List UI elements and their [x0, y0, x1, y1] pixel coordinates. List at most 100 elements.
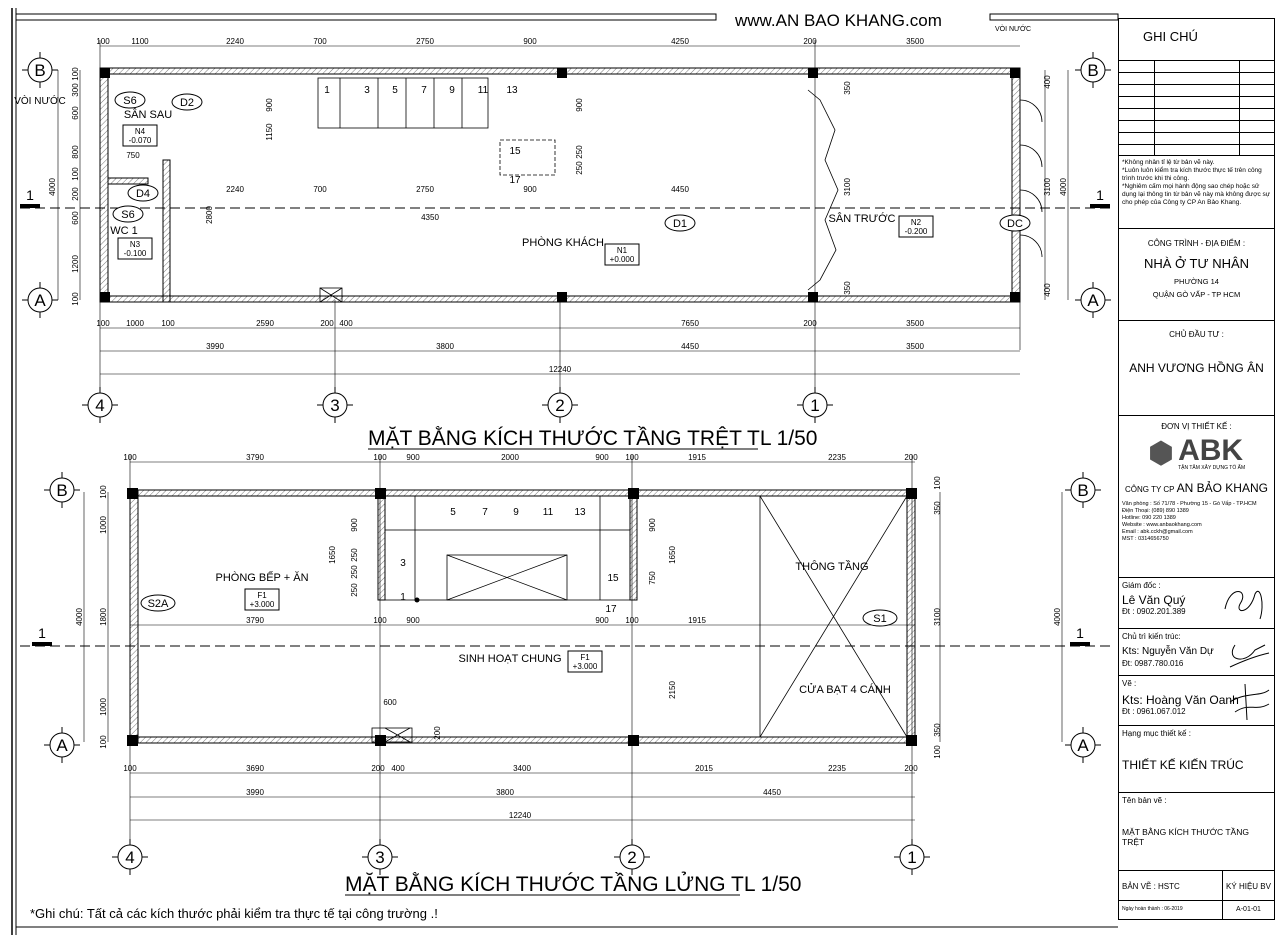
- dimension-label: 100: [625, 453, 639, 462]
- category-value: THIẾT KẾ KIẾN TRÚC: [1122, 758, 1244, 772]
- front-yard-level: [898, 215, 934, 238]
- axis-4: 4: [125, 848, 134, 867]
- tag-s1-marker: [862, 609, 898, 627]
- axis-2: 2: [627, 848, 636, 867]
- sheet-frame: [11, 8, 1119, 935]
- section-marker-bar: [32, 642, 52, 646]
- dimension-label: 100: [71, 167, 80, 181]
- designer-label: ĐƠN VỊ THIẾT KẾ :: [1161, 422, 1232, 431]
- axis-b-marker: [49, 477, 75, 503]
- mezzanine-title: MẶT BẰNG KÍCH THƯỚC TẦNG LỬNG TL 1/50: [345, 872, 801, 896]
- watermark-text: www.AN BAO KHANG.com: [734, 11, 942, 30]
- dimension-label: 2150: [668, 681, 677, 699]
- dimension-label: 4450: [763, 788, 781, 797]
- dimension-label: 100: [933, 476, 942, 490]
- dimension-label: 900: [523, 37, 537, 46]
- axis-2-marker: [619, 844, 645, 870]
- stair-step-number: 15: [607, 573, 619, 584]
- kitchen-level-code: F1: [257, 591, 267, 600]
- dimension-label: 200: [803, 37, 817, 46]
- axis-a: A: [34, 291, 46, 310]
- stair-step-number: 7: [482, 507, 488, 518]
- dimension-label: 3500: [906, 319, 924, 328]
- abk-logo: ⬢ ABK TẬN TÂM XÂY DỰNG TỔ ẤM: [1119, 436, 1274, 472]
- notes: *Không nhân tỉ lệ từ bản vẽ này. *Luôn l…: [1119, 156, 1274, 229]
- dimension-label: 3100: [933, 608, 942, 626]
- dimension-label: 250: [350, 548, 359, 562]
- dimension-label: 250: [575, 145, 584, 159]
- contact-line: Website : www.anbaokhang.com: [1122, 522, 1202, 528]
- family-room-label: SINH HOẠT CHUNG: [458, 653, 561, 665]
- sheet-type: BẢN VẼ : HSTC: [1119, 871, 1223, 900]
- axis-2: 2: [555, 396, 564, 415]
- project-section: CÔNG TRÌNH - ĐỊA ĐIỂM : NHÀ Ở TƯ NHÂN PH…: [1119, 229, 1274, 321]
- dimension-label: 4000: [48, 178, 57, 196]
- dimension-label: 350: [843, 281, 852, 295]
- tag-s6: S6: [121, 209, 134, 221]
- axis-a-marker: [1080, 287, 1106, 313]
- dimension-label: 200: [904, 764, 918, 773]
- dimension-label: 12240: [549, 365, 572, 374]
- dimension-label: 900: [265, 98, 274, 112]
- axis-b-marker: [1080, 57, 1106, 83]
- tag-dc-marker: [999, 214, 1031, 232]
- tag-d4-marker: [127, 184, 159, 202]
- dimension-label: 200: [371, 764, 385, 773]
- dimension-label: 2750: [416, 37, 434, 46]
- dimension-label: 2015: [695, 764, 713, 773]
- project-label: CÔNG TRÌNH - ĐỊA ĐIỂM :: [1147, 239, 1246, 248]
- grid-lines: [57, 40, 1069, 390]
- dimension-label: 2800: [205, 206, 214, 224]
- dimension-label: 900: [595, 616, 609, 625]
- title-block: GHI CHÚ *Không nhân tỉ lệ từ bản vẽ này.…: [1118, 18, 1275, 920]
- dimension-label: 350: [933, 723, 942, 737]
- tag-d2: D2: [180, 97, 194, 109]
- stair-step-number: 13: [574, 507, 586, 518]
- axis-3: 3: [375, 848, 384, 867]
- dimension-label: 1650: [328, 546, 337, 564]
- kitchen-level: [244, 588, 280, 611]
- tag-s2a-marker: [140, 594, 176, 612]
- axis-b: B: [56, 481, 67, 500]
- drawn-label: Vẽ :: [1122, 679, 1137, 688]
- logo-slogan: TẬN TÂM XÂY DỰNG TỔ ẤM: [1178, 465, 1246, 471]
- dimension-label: 600: [71, 211, 80, 225]
- signature: [1229, 683, 1270, 721]
- lead-name: Kts: Nguyễn Văn Dự: [1122, 646, 1214, 657]
- back-yard-level: [122, 124, 158, 147]
- axis-1-marker: [899, 844, 925, 870]
- stair-step-number: 17: [509, 175, 521, 186]
- dimension-label: 3790: [246, 453, 264, 462]
- stair-step-number: 3: [364, 85, 370, 96]
- contact-line: Email : abk.cckh@gmail.com: [1122, 529, 1193, 535]
- dimension-label: 100: [161, 319, 175, 328]
- faucet-label: VÒI NƯỚC: [14, 94, 66, 107]
- dimension-label: 3990: [246, 788, 264, 797]
- dimension-label: 900: [595, 453, 609, 462]
- stair-step-number: 7: [421, 85, 427, 96]
- axis-a: A: [1077, 736, 1089, 755]
- dimension-label: 4350: [421, 213, 439, 222]
- axis-3: 3: [330, 396, 339, 415]
- category-label: Hạng mục thiết kế :: [1122, 729, 1191, 738]
- dimension-label: 1000: [99, 698, 108, 716]
- section-marker: 1: [1076, 625, 1084, 641]
- dimension-label: 1000: [126, 319, 144, 328]
- axis-1-marker: [802, 392, 828, 418]
- dimension-label: 1650: [668, 546, 677, 564]
- axis-a: A: [56, 736, 68, 755]
- section-marker: 1: [1096, 187, 1104, 203]
- wc-level-level: -0.100: [124, 249, 147, 258]
- company-line: CÔNG TY CP AN BẢO KHANG: [1119, 481, 1274, 495]
- axis-3-marker: [322, 392, 348, 418]
- axis-1: 1: [810, 396, 819, 415]
- void-label: THÔNG TẦNG: [795, 560, 868, 573]
- dimension-label: 400: [1043, 283, 1052, 297]
- dimension-label: 4000: [75, 608, 84, 626]
- axis-a: A: [1087, 291, 1099, 310]
- code-label: KÝ HIỆU BV: [1226, 882, 1271, 891]
- dimension-label: 3790: [246, 616, 264, 625]
- contact-line: MST : 0314656750: [1122, 536, 1169, 542]
- company-prefix: CÔNG TY CP: [1125, 485, 1175, 494]
